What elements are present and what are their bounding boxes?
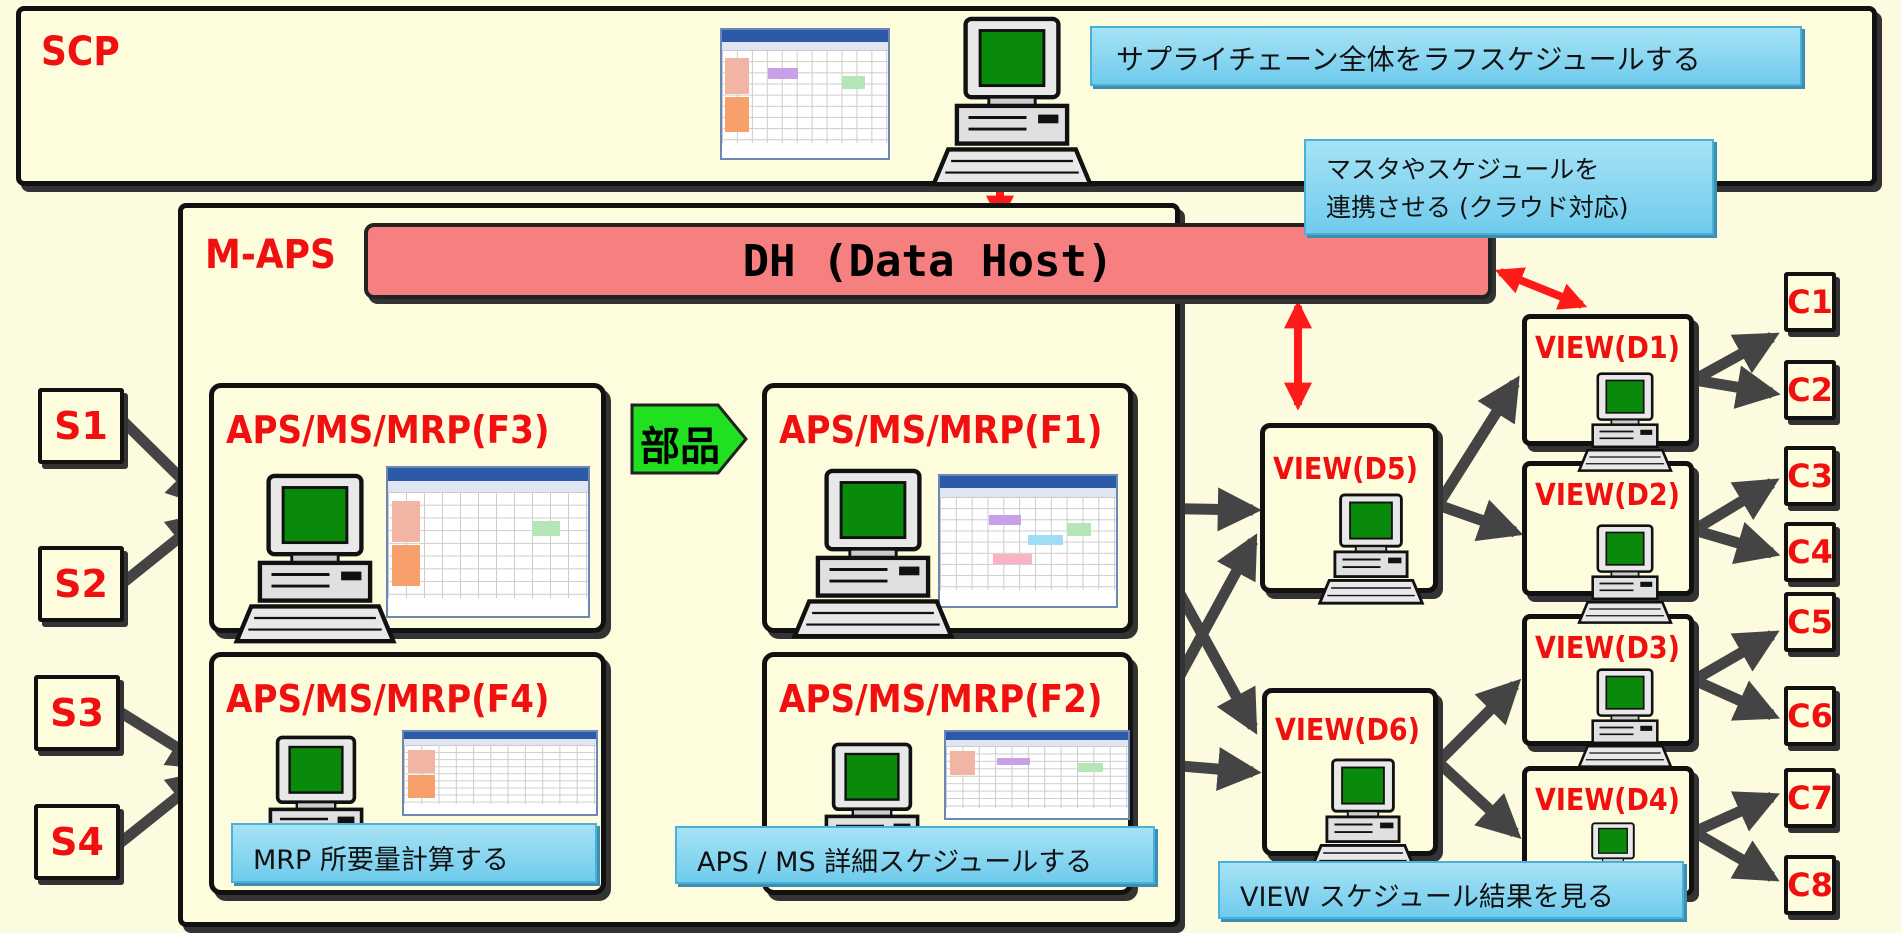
scp-description-note: サプライチェーン全体をラフスケジュールする bbox=[1090, 26, 1802, 86]
arrow-d5-d2 bbox=[1436, 499, 1524, 542]
customer-c5: C5 bbox=[1784, 592, 1836, 652]
view-d1-label: VIEW(D1) bbox=[1535, 331, 1681, 366]
parts-label: 部品 bbox=[640, 424, 720, 470]
supplier-s1: S1 bbox=[38, 388, 124, 464]
f2-app-screenshot bbox=[944, 730, 1130, 820]
factory-f1-label: APS/MS/MRP(F1) bbox=[779, 408, 1103, 452]
f3-app-screenshot bbox=[386, 466, 590, 618]
arrow-d2-c4 bbox=[1692, 521, 1781, 565]
arrow-d6-d4 bbox=[1434, 757, 1522, 839]
computer-icon bbox=[1574, 524, 1676, 628]
aps-note: APS / MS 詳細スケジュールする bbox=[675, 826, 1155, 884]
arrow-d4-c7 bbox=[1691, 791, 1781, 838]
arrow-d3-c5 bbox=[1691, 630, 1780, 685]
scp-app-screenshot bbox=[720, 28, 890, 160]
computer-icon bbox=[1574, 668, 1676, 772]
sync-arrow-dh-d1 bbox=[1494, 267, 1588, 310]
arrow-d5-d1 bbox=[1433, 375, 1520, 508]
factory-f4-label: APS/MS/MRP(F4) bbox=[226, 677, 550, 721]
customer-c1: C1 bbox=[1784, 272, 1836, 332]
sync-note-line2: 連携させる (クラウド対応) bbox=[1326, 193, 1629, 222]
data-host-bar: DH (Data Host) bbox=[364, 223, 1492, 299]
customer-c7: C7 bbox=[1784, 768, 1836, 828]
aps-note-text: APS / MS 詳細スケジュールする bbox=[697, 847, 1093, 878]
arrow-d1-c1 bbox=[1691, 332, 1780, 385]
customer-c8: C8 bbox=[1784, 855, 1836, 915]
data-host-label: DH (Data Host) bbox=[742, 235, 1114, 287]
view-d3-label: VIEW(D3) bbox=[1535, 631, 1681, 666]
arrow-d3-c6 bbox=[1691, 674, 1781, 721]
factory-f2-label: APS/MS/MRP(F2) bbox=[779, 677, 1103, 721]
computer-icon bbox=[925, 16, 1099, 191]
view-note: VIEW スケジュール結果を見る bbox=[1218, 861, 1684, 919]
customer-c4: C4 bbox=[1784, 522, 1836, 582]
computer-icon bbox=[786, 468, 960, 643]
arrow-d6-d3 bbox=[1434, 678, 1522, 766]
view-d4-label: VIEW(D4) bbox=[1535, 783, 1681, 818]
arrow-d1-c2 bbox=[1693, 365, 1781, 409]
view-d6-label: VIEW(D6) bbox=[1275, 713, 1421, 748]
f4-app-screenshot bbox=[402, 730, 598, 816]
scp-label: SCP bbox=[41, 29, 120, 75]
sync-note-line1: マスタやスケジュールを bbox=[1326, 155, 1600, 184]
customer-c3: C3 bbox=[1784, 446, 1836, 506]
arrow-d2-c3 bbox=[1691, 478, 1780, 535]
scp-description: サプライチェーン全体をラフスケジュールする bbox=[1116, 43, 1701, 76]
mrp-note-text: MRP 所要量計算する bbox=[253, 845, 509, 876]
view-d5-label: VIEW(D5) bbox=[1273, 452, 1419, 487]
customer-c2: C2 bbox=[1784, 360, 1836, 420]
supplier-s2: S2 bbox=[38, 546, 124, 622]
arrow-d4-c8 bbox=[1691, 827, 1780, 882]
computer-icon bbox=[1314, 493, 1428, 609]
computer-icon bbox=[228, 473, 402, 648]
view-d2-label: VIEW(D2) bbox=[1535, 478, 1681, 513]
mrp-note: MRP 所要量計算する bbox=[231, 823, 597, 883]
customer-c6: C6 bbox=[1784, 686, 1836, 746]
parts-tag bbox=[630, 403, 748, 475]
computer-icon bbox=[1306, 758, 1420, 874]
view-note-text: VIEW スケジュール結果を見る bbox=[1240, 882, 1614, 913]
supplier-s3: S3 bbox=[34, 675, 120, 751]
factory-f3-label: APS/MS/MRP(F3) bbox=[226, 408, 550, 452]
computer-icon bbox=[1574, 372, 1676, 476]
f1-app-screenshot bbox=[938, 474, 1118, 608]
m-aps-label: M-APS bbox=[205, 232, 336, 278]
supplier-s4: S4 bbox=[34, 804, 120, 880]
sync-note: マスタやスケジュールを 連携させる (クラウド対応) bbox=[1304, 139, 1714, 235]
